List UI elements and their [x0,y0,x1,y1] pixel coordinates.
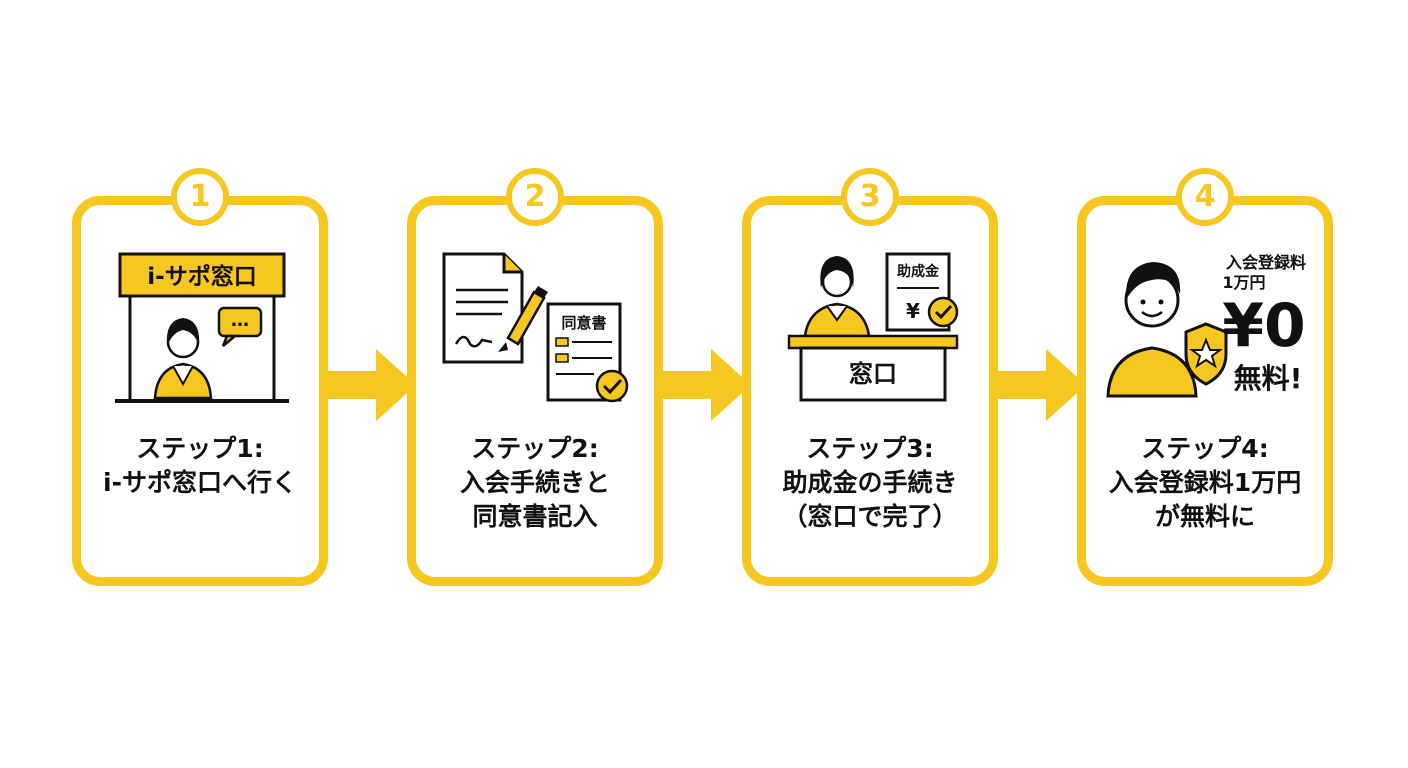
shield-star-icon [1184,322,1228,386]
speech-bubble-icon: … [217,306,263,347]
step-title-line: ステップ4: [1141,434,1269,463]
step-title-2: ステップ2: 入会手続きと 同意書記入 [407,432,663,534]
speech-bubble-dots: … [231,310,249,331]
arrow-right-icon [326,349,416,421]
check-icon [927,296,959,328]
price-zero: ¥0 [1222,291,1306,361]
counter-desk-icon: 窓口 [787,334,959,402]
step-title-line: 助成金の手続き [782,468,958,497]
grant-document-icon: 助成金 ¥ [885,252,951,332]
step-title-line: が無料に [1154,502,1255,531]
smiling-man-icon [1106,262,1198,398]
step-number-badge-3: 3 [841,168,899,226]
step-title-line: ステップ2: [471,434,599,463]
step-title-1: ステップ1: i-サポ窓口へ行く [72,432,328,500]
counter-illustration: 助成金 ¥ 窓口 [787,252,959,402]
fee-label: 入会登録料 [1226,253,1306,272]
counter-label: 窓口 [849,360,897,388]
step-title-line: 入会登録料1万円 [1108,468,1302,497]
free-label: 無料! [1234,362,1303,395]
kiosk-illustration: i-サポ窓口 … [115,252,289,403]
document-icon [442,252,524,364]
step-number-badge-1: 1 [171,168,229,226]
yen-mark: ¥ [906,299,920,323]
free-fee-illustration: 入会登録料 1万円 ¥0 無料! [1106,253,1306,398]
step-title-line: 同意書記入 [472,502,598,531]
step-title-line: 入会手続きと [459,468,610,497]
consent-form-label: 同意書 [561,314,606,332]
step-title-line: （窓口で完了） [782,502,958,531]
step-title-line: ステップ1: [136,434,264,463]
check-icon [595,369,629,403]
staff-woman-icon [803,256,871,338]
pen-icon [498,286,548,352]
step-title-line: ステップ3: [806,434,934,463]
fee-amount: 1万円 [1222,273,1265,292]
arrow-right-icon [661,349,751,421]
step-title-3: ステップ3: 助成金の手続き （窓口で完了） [742,432,998,534]
step-title-4: ステップ4: 入会登録料1万円 が無料に [1077,432,1333,534]
grant-doc-label: 助成金 [897,263,940,280]
staff-woman-icon [153,318,213,400]
step-title-line: i-サポ窓口へ行く [103,468,297,497]
consent-illustration: 同意書 [442,252,629,403]
step-number-badge-2: 2 [506,168,564,226]
step-number-badge-4: 4 [1176,168,1234,226]
kiosk-sign-label: i-サポ窓口 [147,263,256,290]
kiosk-sign-icon: i-サポ窓口 [118,252,286,298]
arrow-right-icon [996,349,1086,421]
